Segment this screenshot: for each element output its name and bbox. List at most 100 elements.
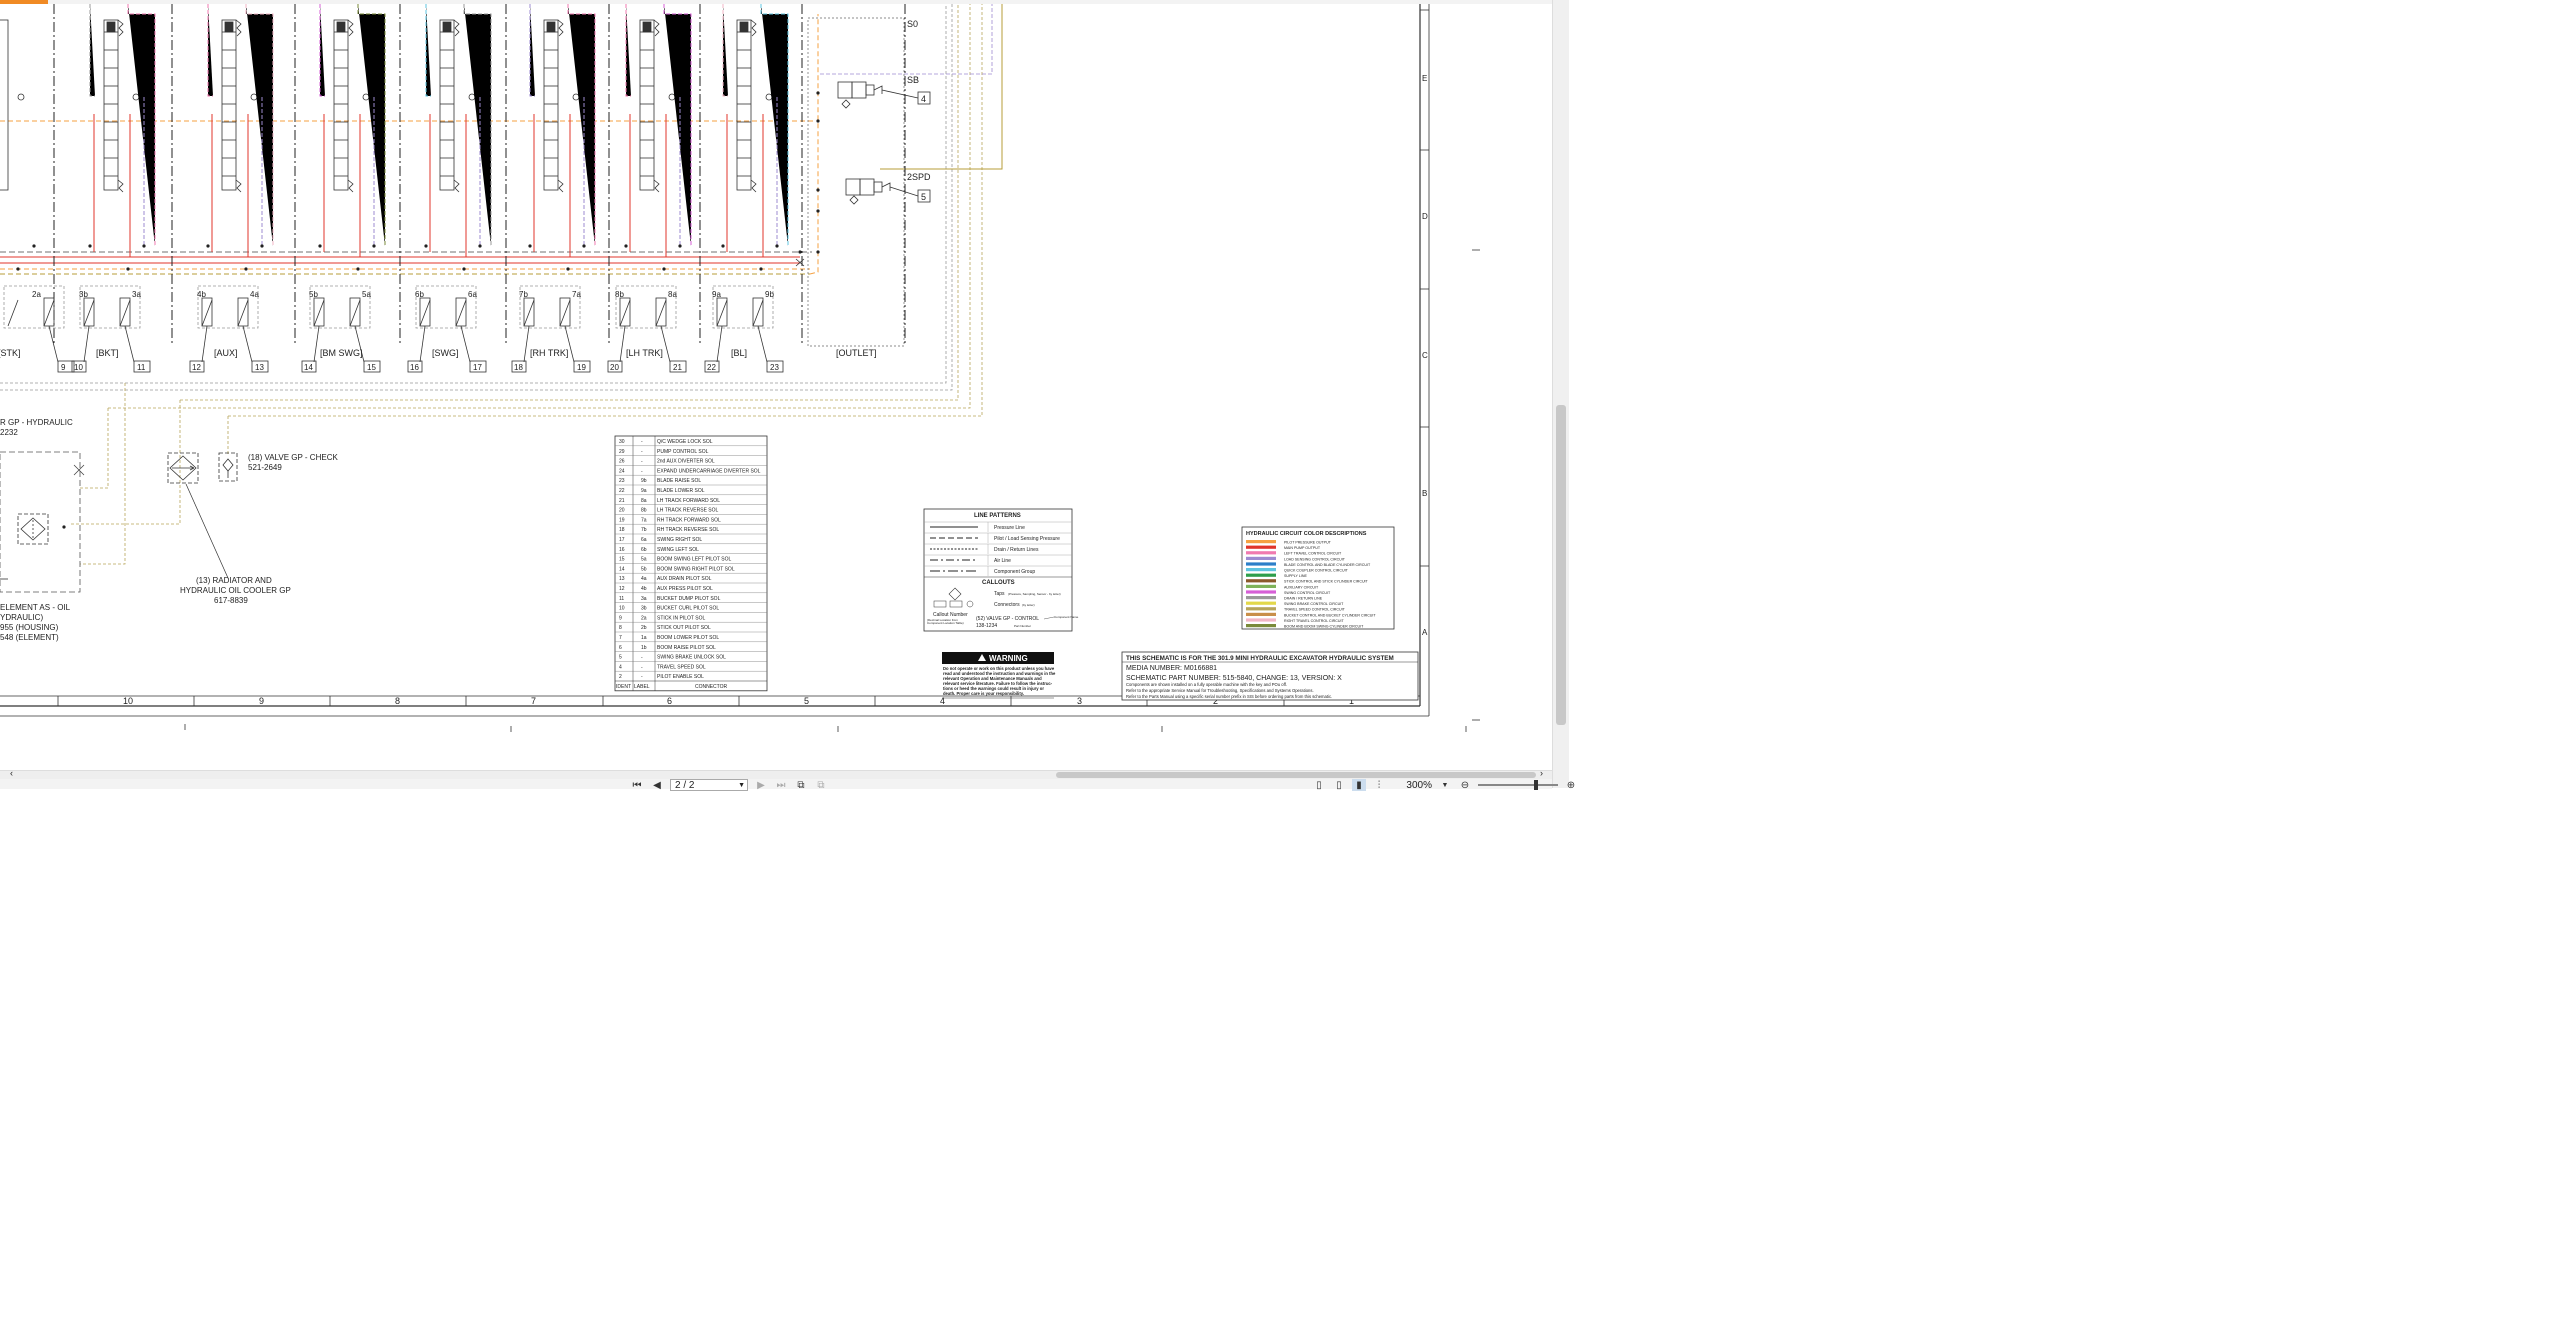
ruler-right-label: A [1422, 628, 1428, 637]
color-legend-row: LEFT TRAVEL CONTROL CIRCUIT [1246, 551, 1342, 556]
single-page-view-icon[interactable]: ▯ [1316, 779, 1322, 791]
solenoid-tag-a: 8b [615, 290, 624, 299]
vertical-scrollbar[interactable] [1552, 0, 1569, 788]
horizontal-scroll-thumb[interactable] [1056, 772, 1536, 778]
media-number: MEDIA NUMBER: M0166881 [1126, 665, 1217, 672]
compare-page-icon[interactable]: ⧉ [817, 779, 825, 791]
svg-text:TRAVEL SPEED CONTROL CIRCUIT: TRAVEL SPEED CONTROL CIRCUIT [1284, 608, 1346, 612]
taps-label: Taps [994, 591, 1005, 597]
svg-text:BLADE LOWER SOL: BLADE LOWER SOL [657, 488, 705, 494]
callouts-title: CALLOUTS [982, 580, 1015, 586]
oil-filter-element[interactable] [17, 513, 49, 545]
chevron-down-icon: ▼ [738, 782, 745, 789]
sb-solenoid-valve[interactable] [837, 81, 931, 109]
solenoid-valve-pair[interactable] [79, 285, 141, 329]
solenoid-valve-pair[interactable] [415, 285, 477, 329]
last-page-icon[interactable]: ⏭ [776, 779, 786, 791]
svg-text:PILOT PRESSURE OUTPUT: PILOT PRESSURE OUTPUT [1284, 541, 1332, 545]
color-legend-row: MAIN PUMP OUTPUT [1246, 545, 1321, 550]
solenoid-valve-pair[interactable] [197, 285, 259, 329]
zoom-menu-chevron-icon[interactable]: ▼ [1441, 781, 1449, 789]
color-legend-row: DRAIN / RETURN LINE [1246, 596, 1323, 601]
copy-page-icon[interactable]: ⧉ [797, 779, 805, 791]
zoom-out-icon[interactable]: ⊖ [1460, 779, 1470, 791]
oil-cooler-symbol[interactable] [167, 452, 199, 484]
solenoid-valve-pair[interactable] [712, 285, 774, 329]
spool-valve-symbol[interactable] [736, 19, 773, 193]
solenoid-valve-pair[interactable] [309, 285, 371, 329]
svg-text:-: - [641, 439, 643, 445]
spool-valve-symbol[interactable] [639, 19, 676, 193]
continuous-view-icon[interactable]: ▯ [1336, 779, 1342, 791]
solenoid-valve-pair[interactable] [519, 285, 581, 329]
spool-valve-symbol[interactable] [221, 19, 258, 193]
color-legend-row: BLADE CONTROL AND BLADE CYLINDER CIRCUIT [1246, 562, 1371, 567]
svg-text:5b: 5b [641, 566, 647, 572]
solenoid-tag-b: 4a [250, 290, 259, 299]
check-valve-symbol[interactable] [218, 452, 238, 482]
color-legend-row: SWING CONTROL CIRCUIT [1246, 590, 1331, 595]
app-accent-tab[interactable] [0, 0, 48, 4]
connector-number-a: 14 [304, 363, 313, 372]
svg-text:7a: 7a [641, 517, 647, 523]
svg-text:-: - [641, 664, 643, 670]
ruler-bottom-label: 9 [259, 696, 264, 706]
connectors-label: Connectors [994, 602, 1020, 608]
table-row: 30-Q/C WEDGE LOCK SOL [619, 439, 713, 445]
zoom-slider-handle[interactable] [1534, 780, 1538, 790]
vertical-scroll-thumb[interactable] [1556, 405, 1566, 725]
2spd-solenoid-valve[interactable] [845, 178, 931, 205]
zoom-in-icon[interactable]: ⊕ [1566, 779, 1576, 791]
svg-text:19: 19 [619, 517, 625, 523]
next-page-icon[interactable]: ▶ [757, 779, 765, 791]
svg-text:BUCKET CURL PILOT SOL: BUCKET CURL PILOT SOL [657, 606, 719, 612]
two-page-view-icon[interactable]: ▮ [1352, 779, 1366, 791]
svg-text:BOOM AND BOOM SWING CYLINDER C: BOOM AND BOOM SWING CYLINDER CIRCUIT [1284, 625, 1364, 629]
ruler-right-label: D [1422, 212, 1428, 221]
zoom-level[interactable]: 300% [1406, 779, 1432, 791]
zoom-slider[interactable] [1478, 780, 1558, 790]
spool-valve-symbol[interactable] [0, 19, 25, 191]
check-valve-label-1: (18) VALVE GP - CHECK [248, 453, 338, 462]
cooler-label-3: 617-8839 [214, 596, 248, 605]
svg-text:10: 10 [619, 606, 625, 612]
solenoid-tag-a: 3b [79, 290, 88, 299]
table-row: 24-EXPAND UNDERCARRIAGE DIVERTER SOL [619, 468, 761, 474]
page-number-select[interactable]: 2 / 2▼ [670, 779, 748, 791]
svg-text:13: 13 [619, 576, 625, 582]
spool-valve-symbol[interactable] [439, 19, 476, 193]
cooler-label-1: (13) RADIATOR AND [196, 576, 272, 585]
svg-text:LEFT TRAVEL CONTROL CIRCUIT: LEFT TRAVEL CONTROL CIRCUIT [1284, 552, 1342, 556]
previous-page-icon[interactable]: ◀ [653, 779, 661, 791]
scroll-left-icon[interactable]: ‹ [10, 768, 13, 778]
svg-text:LOAD SENSING CONTROL CIRCUIT: LOAD SENSING CONTROL CIRCUIT [1284, 557, 1346, 561]
horizontal-scrollbar[interactable]: ‹ › [0, 768, 1552, 779]
section-dividers [53, 4, 906, 346]
solenoid-tag-a: 9a [712, 290, 721, 299]
svg-text:SUPPLY LINE: SUPPLY LINE [1284, 574, 1307, 578]
component-name-label: Component Name [1054, 615, 1079, 619]
ruler-bottom-label: 1 [1349, 696, 1354, 706]
color-legend-row: SUPPLY LINE [1246, 573, 1307, 578]
solenoid-valve-pair[interactable] [615, 285, 677, 329]
svg-text:4: 4 [619, 664, 622, 670]
callout-number-note-1: (Decimal Location from [927, 618, 958, 622]
svg-text:2a: 2a [641, 615, 647, 621]
spool-valve-symbol[interactable] [543, 19, 580, 193]
spool-valve-symbol[interactable] [103, 19, 140, 193]
2spd-label: 2SPD [907, 172, 931, 182]
book-view-icon[interactable]: ⫶ [1377, 779, 1381, 791]
svg-text:12: 12 [619, 586, 625, 592]
scroll-right-icon[interactable]: › [1540, 768, 1543, 778]
svg-text:24: 24 [619, 468, 625, 474]
svg-text:BLADE RAISE SOL: BLADE RAISE SOL [657, 478, 701, 484]
solenoid-tag-b: 5a [362, 290, 371, 299]
first-page-icon[interactable]: ⏮ [632, 779, 642, 791]
ruler-right-label: C [1422, 351, 1428, 360]
svg-text:LH TRACK REVERSE SOL: LH TRACK REVERSE SOL [657, 508, 719, 514]
